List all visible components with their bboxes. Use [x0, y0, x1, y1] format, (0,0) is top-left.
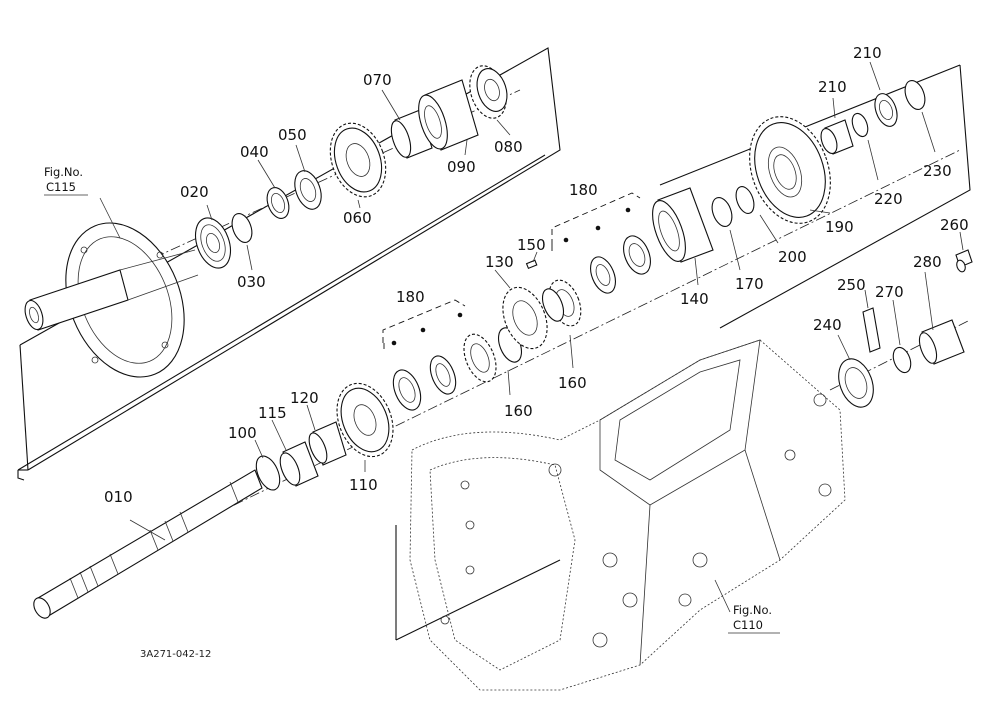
- drawing-number: 3A271-042-12: [140, 649, 211, 660]
- part-270-ring: [892, 346, 912, 374]
- part-250-plate: [862, 307, 881, 353]
- label-060: 060: [343, 209, 372, 227]
- label-010: 010: [104, 488, 133, 506]
- part-040-collar: [266, 187, 290, 219]
- label-230: 230: [923, 162, 952, 180]
- label-050: 050: [278, 126, 307, 144]
- part-190-gear: [749, 116, 831, 224]
- part-080-gear: [469, 65, 508, 119]
- label-210-b: 210: [853, 44, 882, 62]
- label-030: 030: [237, 273, 266, 291]
- label-240: 240: [813, 316, 842, 334]
- label-200: 200: [778, 248, 807, 266]
- group-bracket-180-lower: [382, 299, 466, 352]
- fig-ref-c115: Fig.No. C115: [44, 165, 83, 194]
- part-115-needle-bearing: [279, 441, 319, 487]
- label-270: 270: [875, 283, 904, 301]
- part-020-bearing: [194, 217, 232, 269]
- label-150: 150: [517, 236, 546, 254]
- label-180-upper: 180: [569, 181, 598, 199]
- cover-plate: [24, 222, 199, 378]
- part-210-bearing-b: [874, 93, 898, 127]
- part-050-ring: [294, 170, 322, 210]
- label-115: 115: [258, 404, 287, 422]
- part-220-washer: [851, 112, 869, 138]
- fig-ref-c110: Fig.No. C110: [733, 603, 772, 632]
- label-120: 120: [290, 389, 319, 407]
- label-220: 220: [874, 190, 903, 208]
- label-140: 140: [680, 290, 709, 308]
- label-180-lower: 180: [396, 288, 425, 306]
- label-110: 110: [349, 476, 378, 494]
- transmission-case: [409, 339, 846, 691]
- synchro-ring-left: [392, 369, 422, 411]
- fig-ref-c115-title: Fig.No.: [44, 165, 83, 179]
- label-170: 170: [735, 275, 764, 293]
- synchro-cone-left: [463, 333, 497, 383]
- label-100: 100: [228, 424, 257, 442]
- part-110-gear: [336, 382, 394, 458]
- part-100-washer: [255, 455, 281, 491]
- group-bracket-180-upper: [551, 192, 641, 253]
- key-ring-right: [590, 256, 616, 294]
- fig-ref-c110-code: C110: [733, 618, 763, 632]
- part-240-bearing: [838, 358, 874, 408]
- label-260: 260: [940, 216, 969, 234]
- label-160-lower: 160: [504, 402, 533, 420]
- label-190: 190: [825, 218, 854, 236]
- key-ring-left: [429, 355, 457, 395]
- synchro-ring-right: [623, 235, 651, 275]
- part-150-key: [525, 259, 538, 269]
- part-230-circlip: [904, 80, 926, 110]
- part-090-bearing: [418, 79, 479, 151]
- part-060-gear: [329, 122, 387, 198]
- fig-ref-c115-code: C115: [46, 180, 76, 194]
- part-010-main-shaft: [33, 469, 263, 619]
- label-020: 020: [180, 183, 209, 201]
- label-040: 040: [240, 143, 269, 161]
- part-120-collar: [308, 421, 347, 466]
- leader-lines: [99, 61, 964, 613]
- part-030-circlip: [231, 213, 253, 243]
- part-200-circlip: [735, 186, 755, 214]
- label-080: 080: [494, 138, 523, 156]
- part-210-bearing-a: [820, 119, 854, 155]
- label-280: 280: [913, 253, 942, 271]
- part-160-ring-upper: [541, 288, 565, 322]
- part-260-plug: [955, 249, 973, 273]
- fig-ref-c110-title: Fig.No.: [733, 603, 772, 617]
- label-130: 130: [485, 253, 514, 271]
- part-130-hub: [502, 286, 548, 350]
- part-140-shift-sleeve: [652, 187, 714, 263]
- label-250: 250: [837, 276, 866, 294]
- label-070: 070: [363, 71, 392, 89]
- part-170-circlip: [711, 197, 733, 227]
- label-160-upper: 160: [558, 374, 587, 392]
- label-210-a: 210: [818, 78, 847, 96]
- label-090: 090: [447, 158, 476, 176]
- part-labels: 010 020 030 040 050 060 070 080 090 100 …: [104, 44, 969, 506]
- part-280-sleeve: [918, 319, 965, 365]
